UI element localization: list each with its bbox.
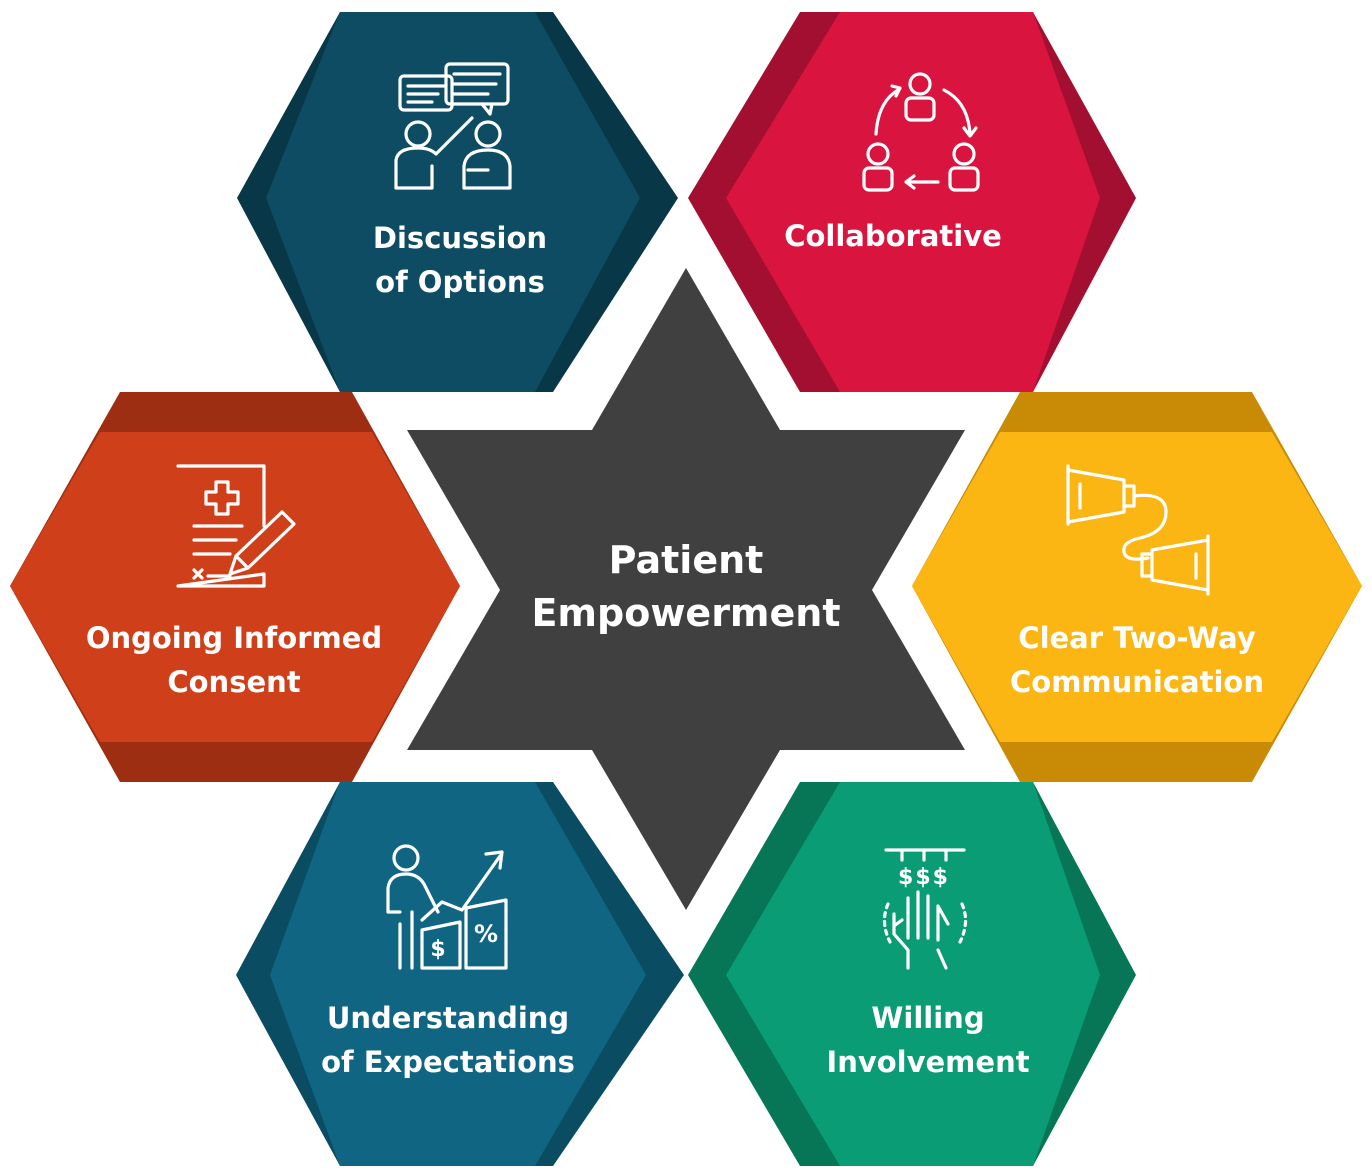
hex-discussion-label-line1: Discussion	[373, 221, 547, 255]
center-star: Patient Empowerment	[407, 268, 965, 910]
hex-clear-two-way-communication: Clear Two-Way Communication	[912, 392, 1362, 782]
hex-discussion-face	[266, 12, 640, 392]
hex-discussion-label-line2: of Options	[375, 265, 545, 299]
center-title-line2: Empowerment	[531, 591, 840, 635]
hex-consent-label-line2: Consent	[167, 665, 300, 699]
dollar-sign-text: $	[430, 937, 445, 962]
hex-expectations-label-line2: of Expectations	[321, 1045, 575, 1079]
hex-collaborative: Collaborative	[688, 12, 1136, 392]
hex-expectations-label-line1: Understanding	[327, 1001, 569, 1035]
team-cycle-icon	[862, 72, 980, 192]
percent-sign-text: %	[474, 920, 498, 948]
money-row-text: $$$	[898, 865, 950, 890]
growth-chart-person-icon: $ %	[386, 844, 508, 970]
hex-consent-label-line1: Ongoing Informed	[86, 621, 382, 655]
medical-document-sign-icon	[176, 464, 296, 588]
tin-can-phone-icon	[1066, 464, 1210, 596]
hex-collaborative-label-line1: Collaborative	[784, 219, 1002, 253]
center-title-line1: Patient	[609, 538, 764, 582]
hex-discussion-of-options: Discussion of Options	[237, 12, 678, 392]
presentation-discussion-icon	[394, 62, 512, 190]
hex-involvement-label-line1: Willing	[871, 1001, 984, 1035]
raised-hand-money-icon: $$$	[882, 848, 968, 970]
hex-communication-label-line2: Communication	[1010, 665, 1264, 699]
hex-involvement-face	[726, 782, 1100, 1166]
hex-collaborative-face	[726, 12, 1100, 392]
center-star-shape	[407, 268, 965, 910]
hex-understanding-of-expectations: $ % Understanding of Expectations	[236, 782, 684, 1166]
hex-willing-involvement: $$$ Willing Involvement	[688, 782, 1136, 1166]
hex-involvement-label-line2: Involvement	[826, 1045, 1029, 1079]
hex-communication-face	[912, 432, 1362, 742]
hex-communication-label-line1: Clear Two-Way	[1018, 621, 1256, 655]
hex-ongoing-informed-consent: Ongoing Informed Consent	[10, 392, 460, 782]
hex-expectations-face	[270, 782, 646, 1166]
